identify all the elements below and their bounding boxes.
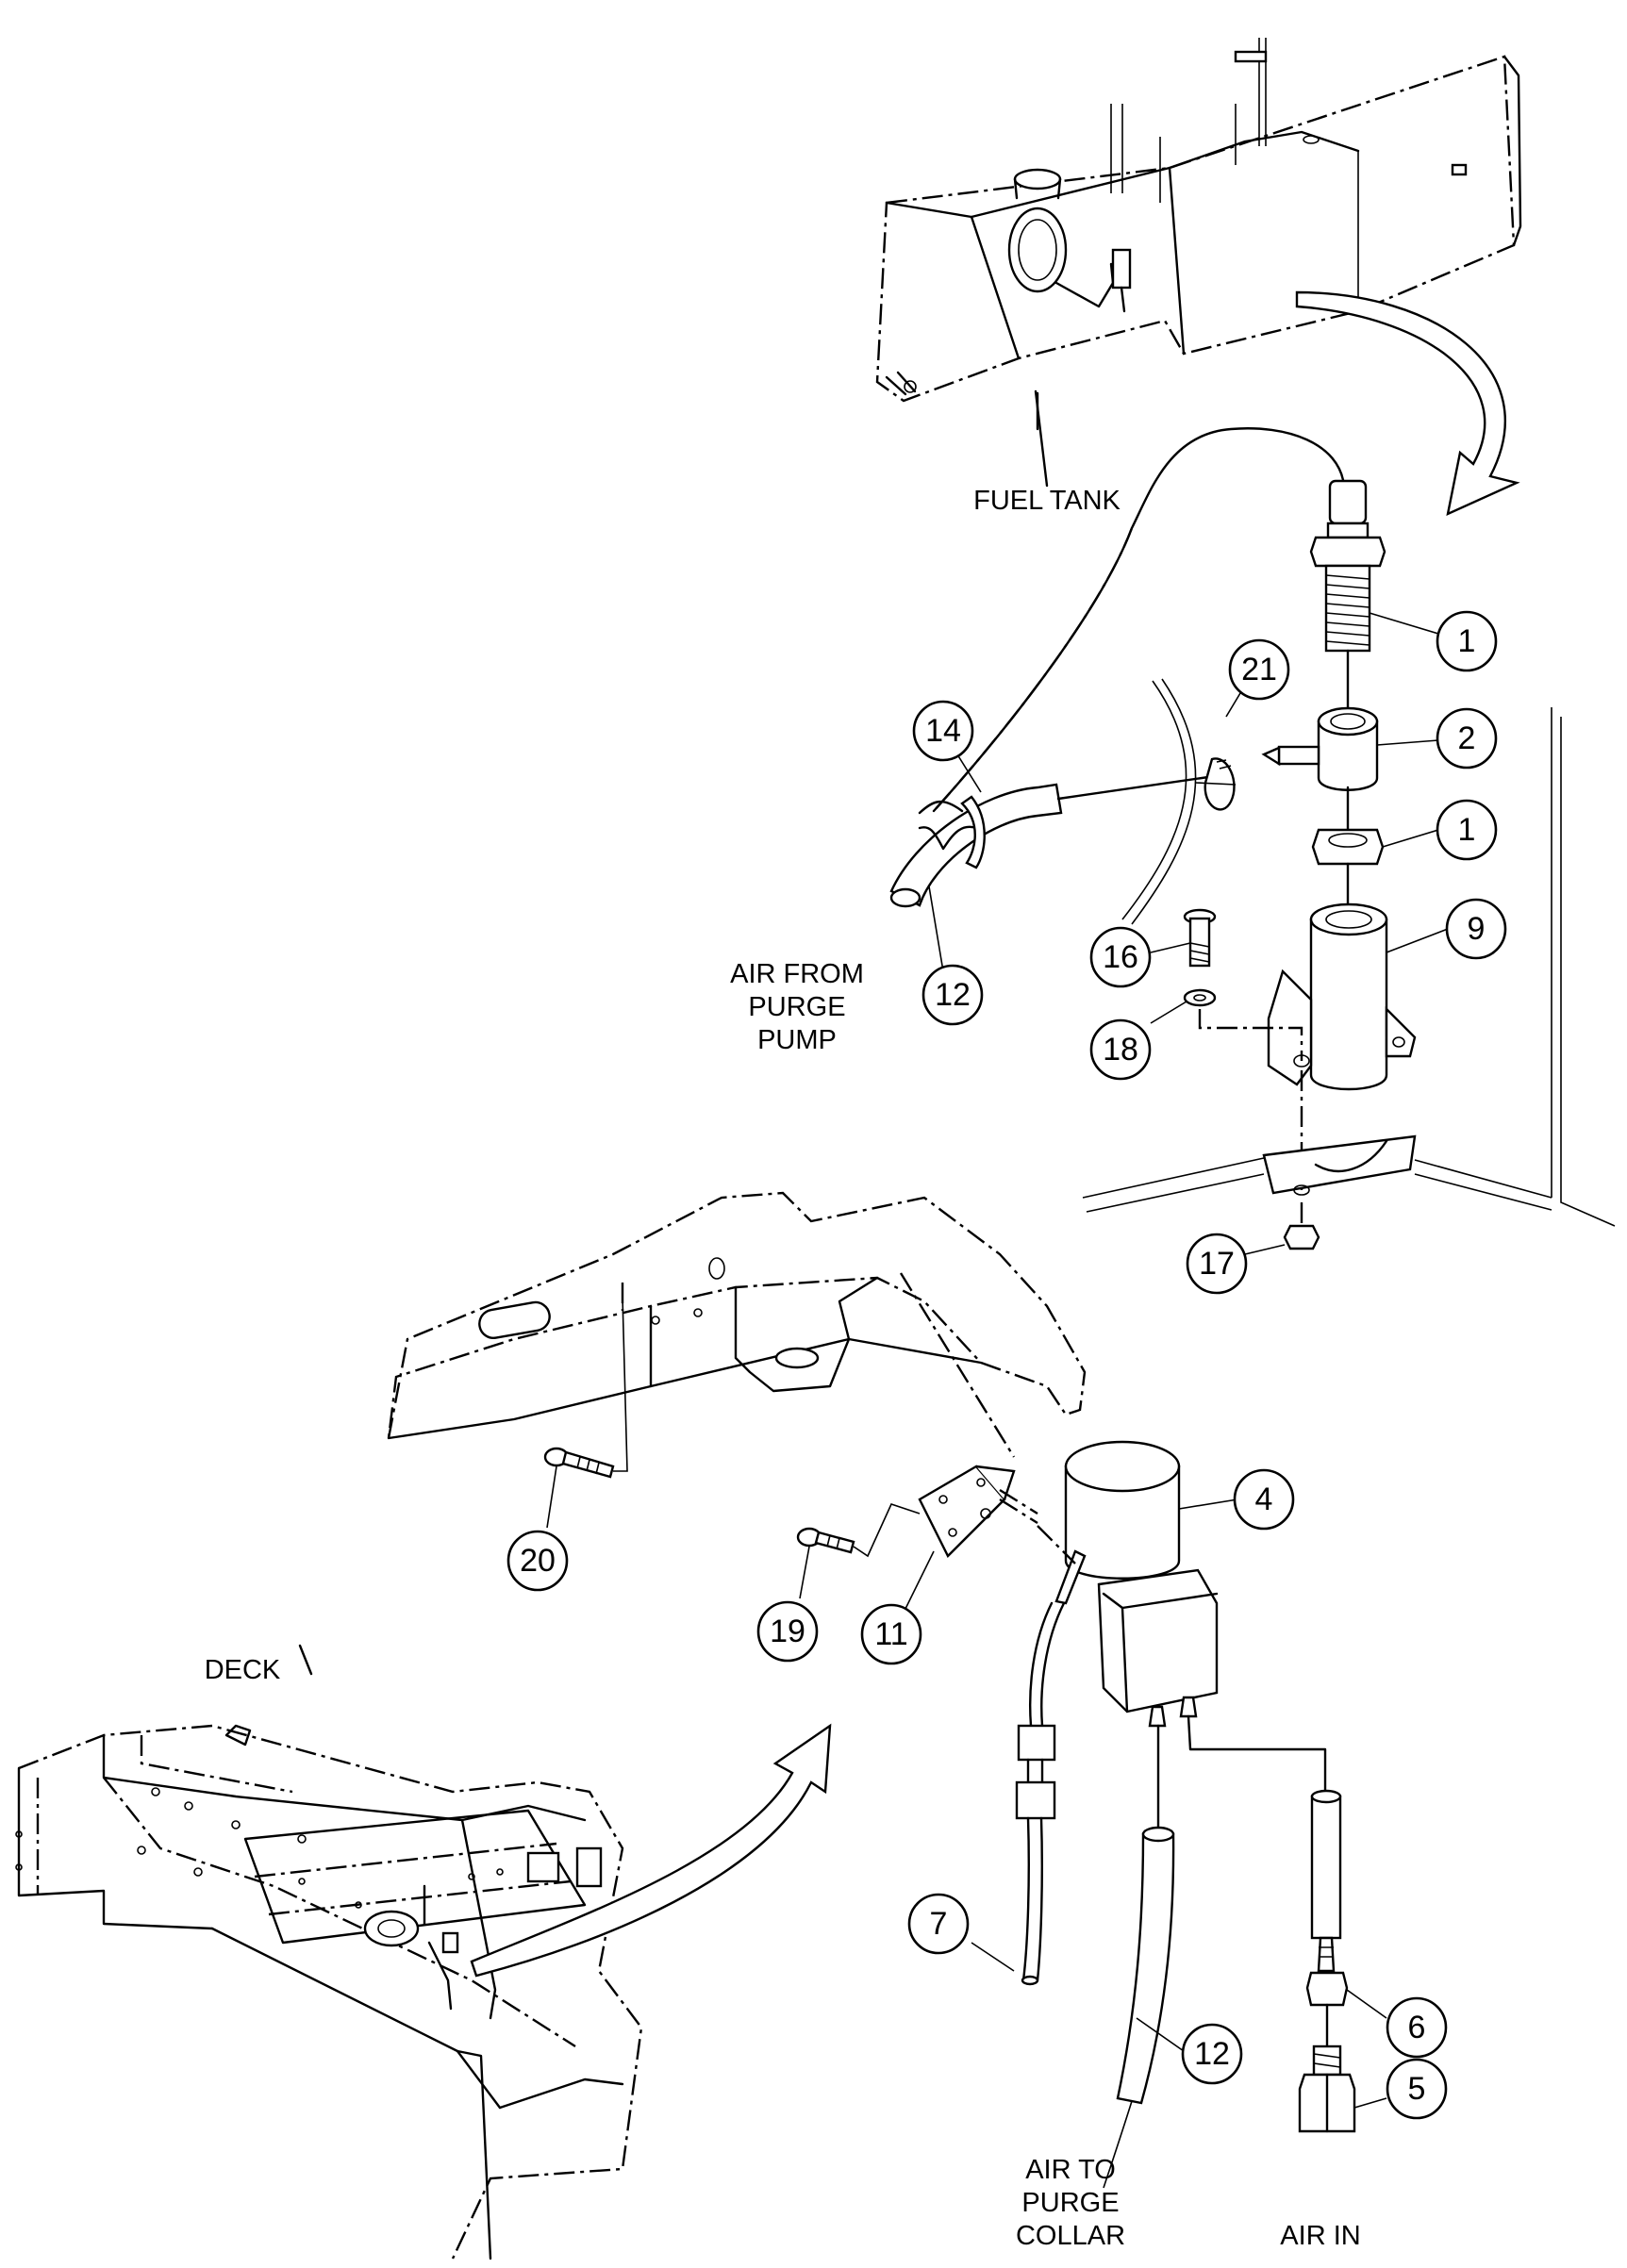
- callout-21: 21: [1228, 638, 1290, 701]
- washer-18: [1183, 988, 1217, 1007]
- callout-20: 20: [506, 1530, 569, 1592]
- callout-2: 2: [1436, 707, 1498, 770]
- label-air-in: AIR IN: [1280, 2221, 1360, 2251]
- label-fuel-tank: FUEL TANK: [973, 486, 1121, 516]
- svg-text:14: 14: [925, 713, 961, 749]
- svg-text:4: 4: [1255, 1482, 1273, 1517]
- mount-plate-11: [918, 1465, 1038, 1559]
- callout-5: 5: [1386, 2058, 1448, 2120]
- purge-collar: [1261, 706, 1379, 832]
- svg-text:9: 9: [1468, 911, 1486, 947]
- svg-text:2: 2: [1458, 720, 1476, 756]
- svg-text:6: 6: [1408, 2010, 1426, 2045]
- svg-text:1: 1: [1458, 812, 1476, 848]
- svg-text:18: 18: [1103, 1032, 1138, 1068]
- fuel-tank-drawing: [875, 38, 1522, 488]
- label-air-from-purge-pump-2: PURGE: [748, 992, 845, 1022]
- deck-bracket: [387, 1191, 1087, 1440]
- screw-20: [543, 1296, 628, 1479]
- callout-7: 7: [907, 1893, 970, 1955]
- svg-text:20: 20: [520, 1543, 556, 1579]
- label-air-to-purge-collar-1: AIR TO: [1025, 2155, 1116, 2185]
- callout-12-bottom: 12: [1181, 2023, 1243, 2085]
- svg-text:12: 12: [935, 977, 971, 1013]
- label-air-to-purge-collar-2: PURGE: [1021, 2188, 1119, 2218]
- callout-1-nut: 1: [1436, 799, 1498, 861]
- bolt-16: [1183, 908, 1217, 968]
- frame-plate: [1082, 707, 1616, 1227]
- air-inlet-line: [1187, 1714, 1356, 2133]
- hose-to-collar: [1103, 1724, 1175, 2189]
- callout-1-top: 1: [1436, 610, 1498, 672]
- svg-text:1: 1: [1458, 623, 1476, 659]
- svg-text:16: 16: [1103, 939, 1138, 975]
- svg-text:17: 17: [1199, 1246, 1235, 1282]
- callout-17: 17: [1186, 1233, 1248, 1295]
- screw-19: [796, 1503, 921, 1558]
- label-air-from-purge-pump-3: PUMP: [757, 1025, 837, 1055]
- svg-text:5: 5: [1408, 2071, 1426, 2107]
- hose-clamp-14: [960, 795, 986, 869]
- detail-arrow-deck: [470, 1723, 832, 1978]
- callout-6: 6: [1386, 1996, 1448, 2059]
- callout-18: 18: [1089, 1018, 1152, 1081]
- detail-arrow-tank: [1295, 290, 1520, 517]
- wire-lead-7: [1015, 1601, 1066, 1986]
- purge-sensor: [1309, 479, 1386, 711]
- label-air-to-purge-collar-3: COLLAR: [1016, 2221, 1125, 2251]
- callout-19: 19: [756, 1600, 819, 1663]
- svg-text:19: 19: [770, 1614, 805, 1649]
- callout-4: 4: [1233, 1468, 1295, 1531]
- label-air-from-purge-pump-1: AIR FROM: [730, 959, 864, 989]
- callout-16: 16: [1089, 926, 1152, 988]
- callout-11: 11: [860, 1603, 922, 1665]
- svg-text:7: 7: [930, 1906, 948, 1942]
- leader-lines: [546, 612, 1449, 2109]
- purge-pump: [1037, 1440, 1219, 1728]
- svg-text:11: 11: [874, 1616, 907, 1652]
- nut-17: [1283, 1224, 1320, 1250]
- callout-14: 14: [912, 700, 974, 762]
- jam-nut: [1311, 828, 1385, 907]
- svg-text:21: 21: [1241, 652, 1277, 687]
- mounting-bracket: [1267, 902, 1417, 1091]
- label-deck: DECK: [205, 1655, 281, 1685]
- deck-drawing: [15, 1644, 643, 2260]
- svg-text:12: 12: [1194, 2036, 1230, 2072]
- callout-9: 9: [1445, 898, 1507, 960]
- callout-12-top: 12: [921, 964, 984, 1026]
